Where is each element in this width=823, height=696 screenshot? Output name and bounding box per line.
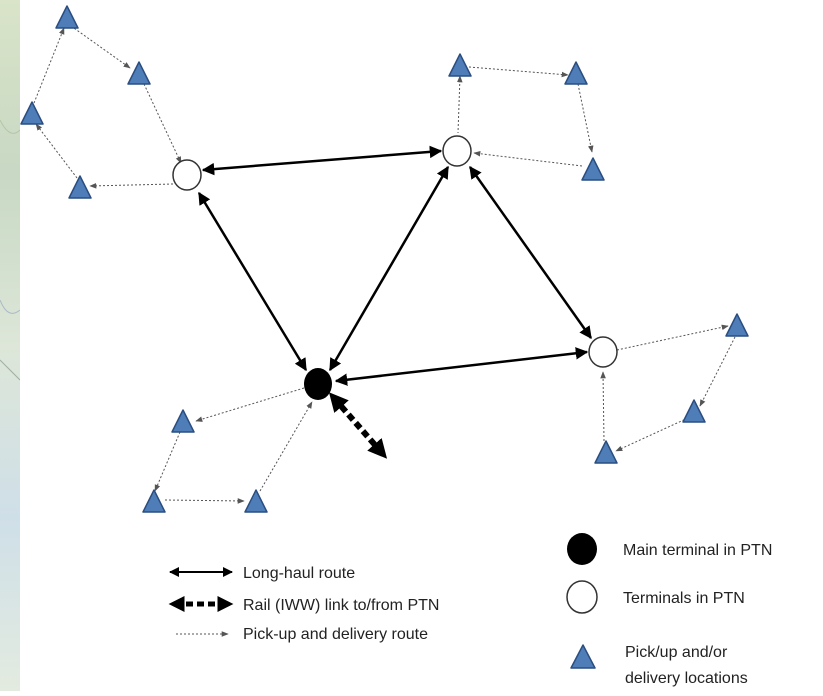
pickup-location-triangle [127,61,151,85]
pickup-route [699,336,736,407]
pickup-locations [20,5,749,513]
pickup-location-triangle [142,489,166,513]
terminal-circle [588,336,618,368]
pickup-route [577,83,594,153]
pickup-route [456,75,463,134]
long-haul-route [201,145,443,176]
pickup-location-triangle [55,5,79,29]
pickup-location-triangle [725,313,749,337]
legend-pickup-location-label-line2: delivery locations [625,670,748,687]
legend-pickup-location-label-line1: Pick/up and/or [625,644,728,661]
pickup-routes [33,25,736,504]
rail-link [328,392,388,459]
pickup-route [473,150,583,167]
pickup-route [164,498,245,504]
legend-rail-label: Rail (IWW) link to/from PTN [243,597,439,614]
pickup-route [70,25,131,69]
pickup-route [195,387,305,422]
background-map-strip [0,0,21,691]
long-haul-route [334,347,589,386]
legend-terminal-label: Terminals in PTN [623,590,745,607]
terminals [172,135,618,368]
long-haul-routes [197,145,593,386]
legend-terminal-symbol [566,580,598,614]
terminal-circle [172,159,202,191]
pickup-location-triangle [581,157,605,181]
pickup-route [35,123,78,179]
pickup-location-triangle [564,61,588,85]
map-strip-svg [0,0,21,691]
pickup-location-triangle [68,175,92,199]
long-haul-route [468,165,593,340]
pickup-location-triangle [594,440,618,464]
long-haul-route [328,165,450,372]
pickup-location-triangle [171,409,195,433]
pickup-location-triangle [682,399,706,423]
pickup-location-triangle [244,489,268,513]
pickup-route [154,431,181,492]
pickup-route [33,27,65,104]
legend-pickup-location-symbol [570,644,596,669]
legend-long-haul-label: Long-haul route [243,565,355,582]
pickup-route [259,401,313,492]
terminal-circle [442,135,472,167]
main-terminal-circle [304,368,332,400]
pickup-route [468,66,569,78]
pickup-route [616,324,729,351]
pickup-route [600,371,606,442]
pickup-route [143,83,182,164]
pickup-location-triangle [20,101,44,125]
pickup-route [615,417,689,452]
legend: Long-haul route Rail (IWW) link to/from … [168,533,772,687]
pickup-route [89,183,174,189]
legend-main-terminal-symbol [567,533,597,565]
legend-pickup-route-label: Pick-up and delivery route [243,626,428,643]
pickup-location-triangle [448,53,472,77]
long-haul-route [197,191,308,372]
legend-main-terminal-label: Main terminal in PTN [623,542,772,559]
